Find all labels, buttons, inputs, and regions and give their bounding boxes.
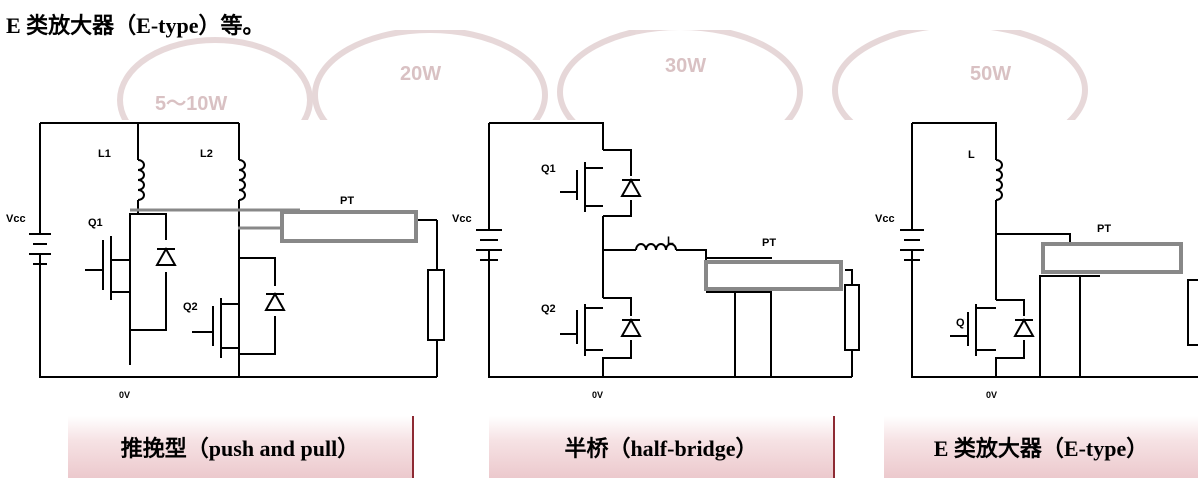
label-q1: Q1	[88, 217, 103, 229]
label-q2: Q2	[183, 301, 198, 313]
caption-e-type: E 类放大器（E-type）	[884, 416, 1198, 478]
watermark-label: 30W	[665, 55, 706, 77]
label-vcc: Vcc	[6, 213, 26, 225]
push-pull-circuit	[29, 122, 445, 378]
label-gnd: 0V	[986, 390, 997, 400]
label-l2: L2	[200, 148, 213, 160]
label-pt: PT	[340, 195, 354, 207]
label-pt: PT	[1097, 223, 1111, 235]
caption-half-bridge: 半桥（half-bridge）	[489, 416, 835, 478]
label-l1: L1	[98, 148, 111, 160]
label-q: Q	[956, 317, 965, 329]
label-q1: Q1	[541, 163, 556, 175]
label-gnd: 0V	[119, 390, 130, 400]
heading: E 类放大器（E-type）等。	[6, 13, 265, 38]
circuit-diagrams: Vcc L1 L2 Q1 Q2 PT 0V Vcc Q1 Q2 L PT 0V	[6, 122, 1198, 400]
label-gnd: 0V	[592, 390, 603, 400]
e-type-circuit	[900, 122, 1198, 378]
watermark-label: 5～10W	[155, 93, 227, 115]
half-bridge-transformer	[704, 257, 843, 293]
label-vcc: Vcc	[452, 213, 472, 225]
watermark-label: 20W	[400, 63, 441, 85]
label-l: L	[968, 149, 975, 161]
push-pull-transformer	[130, 208, 418, 243]
label-pt: PT	[762, 237, 776, 249]
watermark-label: 50W	[970, 63, 1011, 85]
watermark-background: 5～10W 20W 30W 50W	[117, 30, 1088, 120]
label-l: L	[667, 235, 674, 247]
label-q2: Q2	[541, 303, 556, 315]
e-type-transformer	[1040, 242, 1183, 277]
caption-push-pull: 推挽型（push and pull）	[68, 416, 414, 478]
half-bridge-circuit	[476, 122, 860, 378]
label-vcc: Vcc	[875, 213, 895, 225]
